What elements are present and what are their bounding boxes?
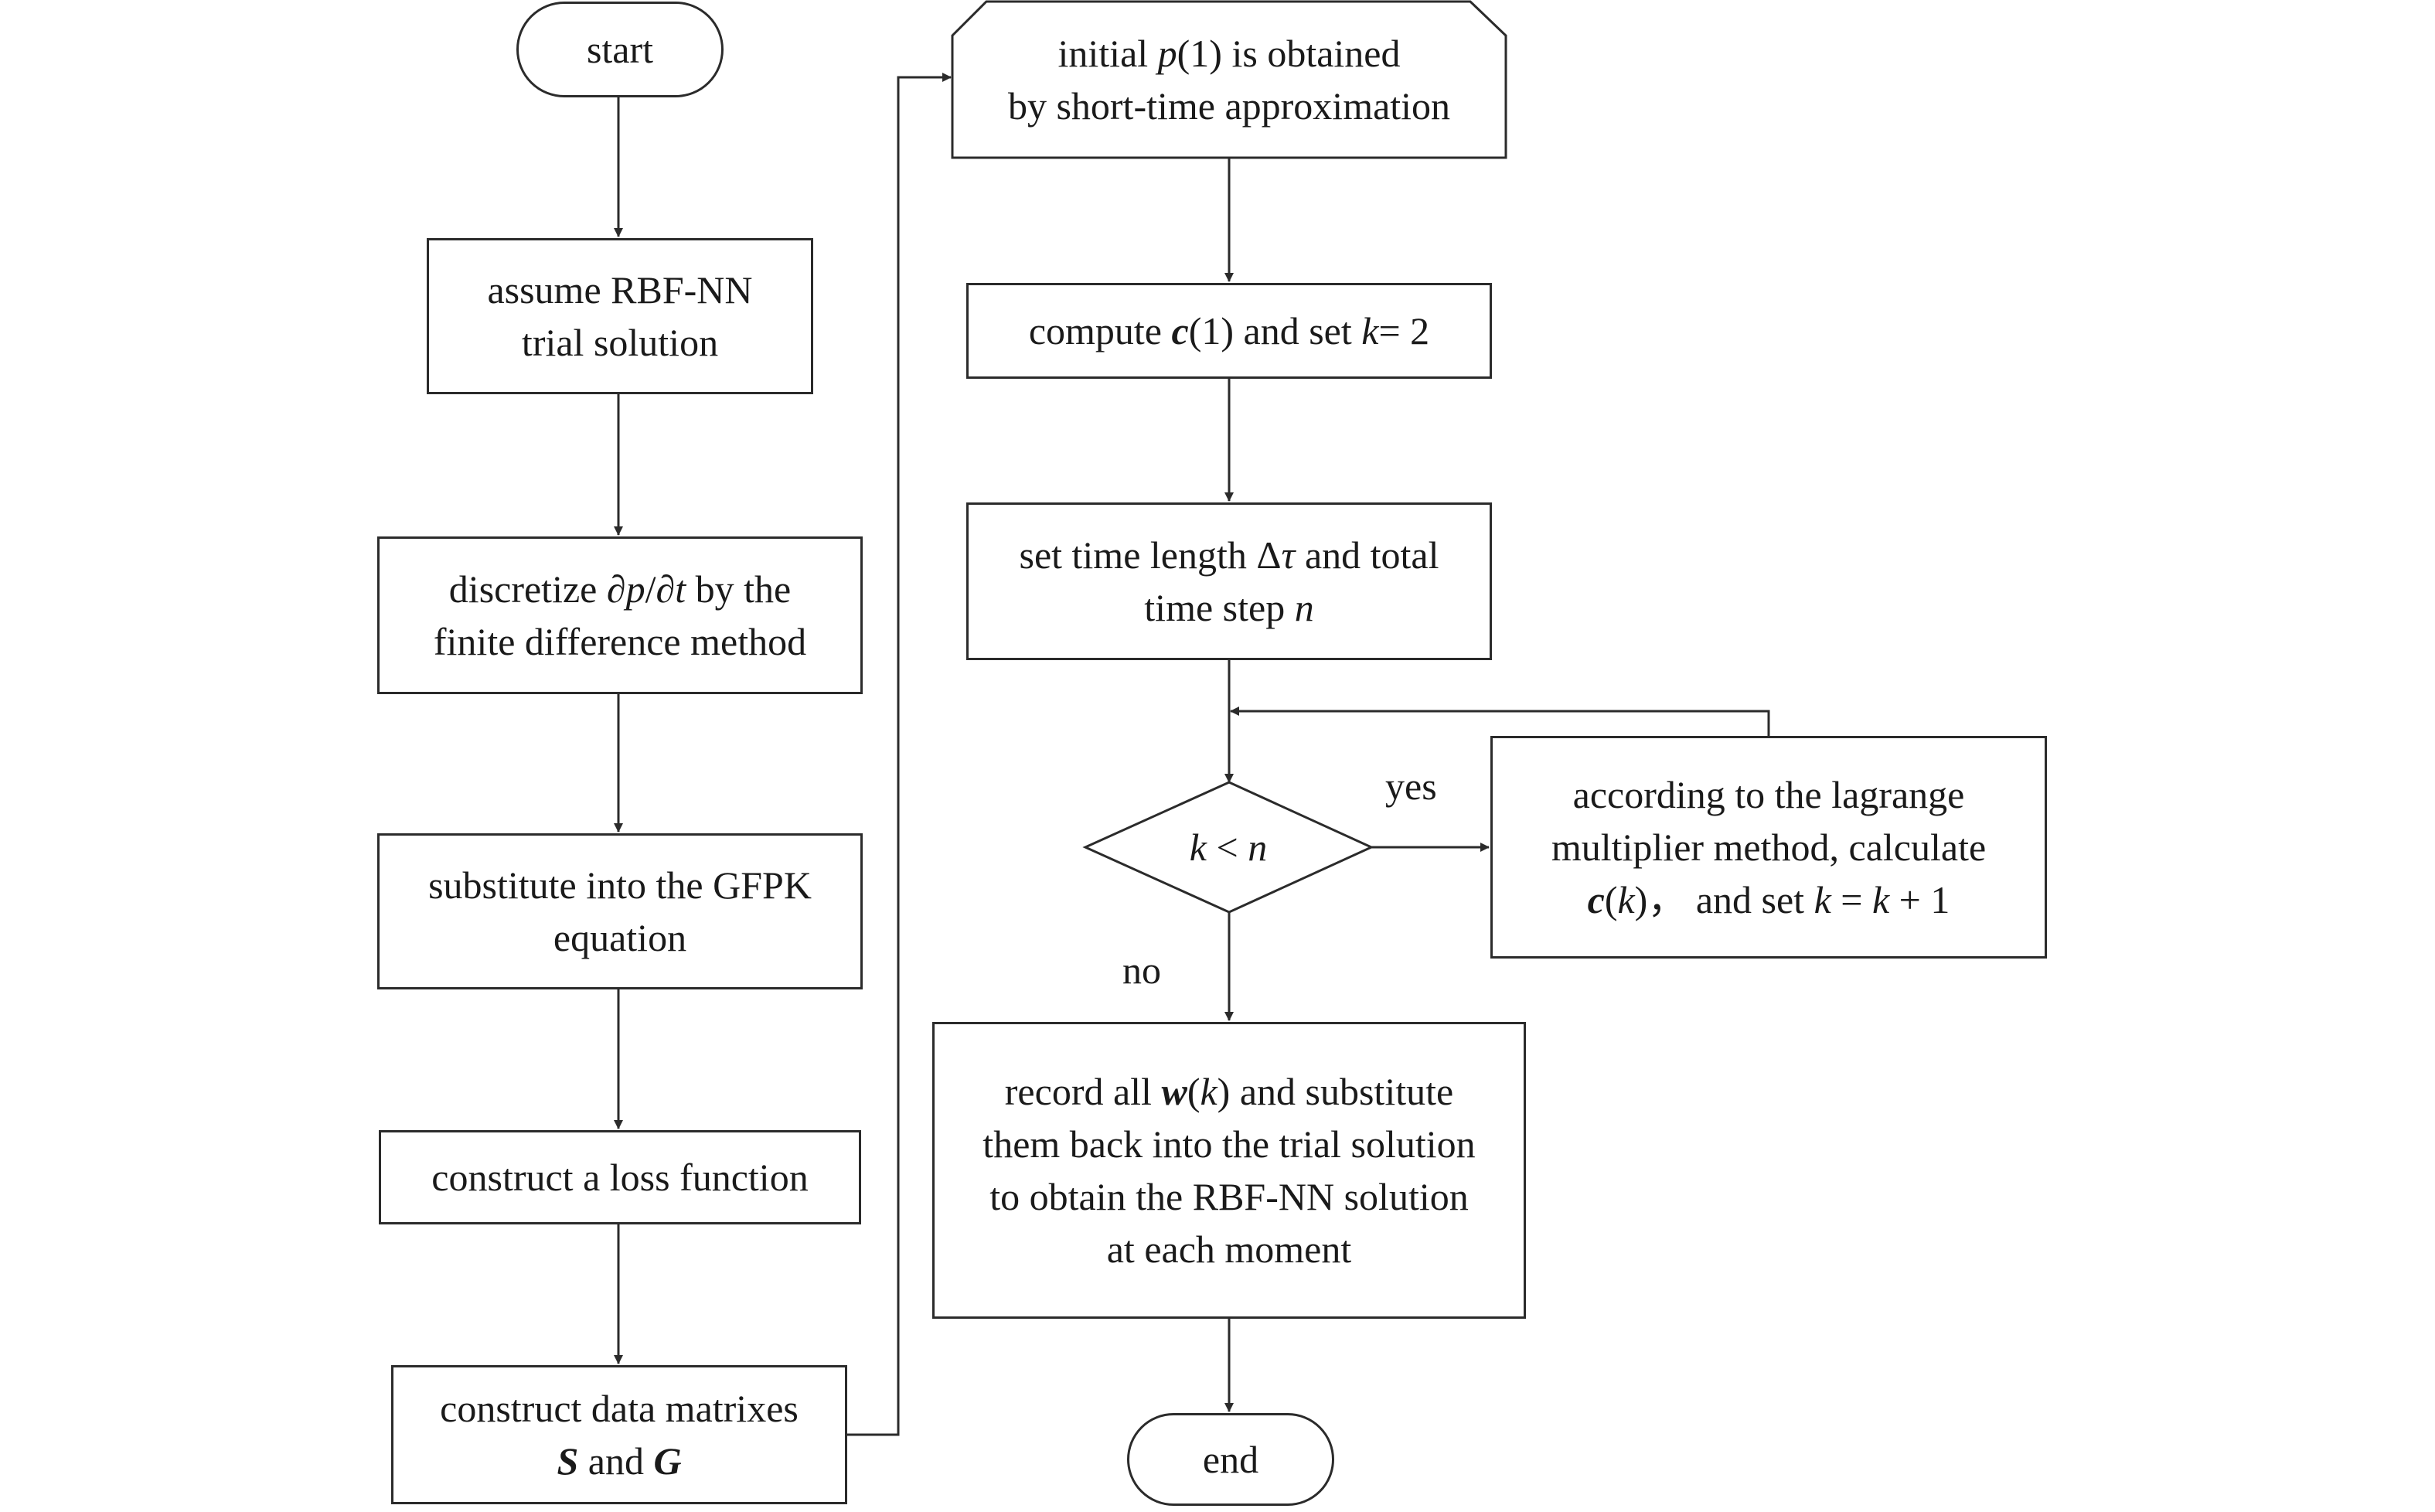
loss-label: construct a loss function: [431, 1156, 809, 1199]
decision-k-less-n: k < n: [1085, 782, 1371, 912]
lagrange-line-1: according to the lagrange: [1572, 773, 1965, 816]
arrow-lagrange-loop-back: [1230, 707, 1770, 736]
decision-diamond-outline: [1082, 781, 1374, 914]
no-label: no: [1122, 948, 1161, 992]
loss-function-box: construct a loss function: [379, 1130, 861, 1224]
data-matrices-box: construct data matrixes S and G: [391, 1365, 847, 1504]
initial-approximation-node: initial p(1) is obtained by short-time a…: [952, 2, 1506, 158]
arrow-matrices-to-initial: [847, 73, 952, 1436]
settime-line-1: set time length Δτ and total: [1019, 533, 1439, 577]
compute-c1-box: compute c(1) and set k= 2: [966, 283, 1492, 379]
matrices-line-1: construct data matrixes: [440, 1387, 799, 1430]
substitute-line-2: equation: [553, 916, 687, 959]
discretize-line-1: discretize ∂p/∂t by the: [448, 567, 792, 611]
substitute-gfpk-box: substitute into the GFPK equation: [377, 833, 863, 989]
substitute-line-1: substitute into the GFPK: [428, 863, 812, 907]
lagrange-box: according to the lagrange multiplier met…: [1490, 736, 2047, 959]
assume-line-2: trial solution: [521, 321, 719, 364]
assume-line-1: assume RBF-NN: [487, 268, 753, 312]
record-line-4: at each moment: [1106, 1228, 1352, 1271]
yes-label: yes: [1385, 765, 1437, 808]
settime-line-2: time step n: [1144, 586, 1314, 629]
set-time-box: set time length Δτ and total time step n: [966, 502, 1492, 660]
record-solution-box: record all w(k) and substitute them back…: [932, 1022, 1526, 1319]
record-line-3: to obtain the RBF-NN solution: [989, 1175, 1469, 1218]
initial-line-2: by short-time approximation: [1007, 84, 1451, 128]
initial-node-outline: [951, 0, 1507, 159]
decision-label: k < n: [1189, 826, 1268, 869]
discretize-box: discretize ∂p/∂t by the finite differenc…: [377, 536, 863, 694]
end-terminal: end: [1127, 1413, 1334, 1506]
end-label: end: [1202, 1438, 1259, 1481]
assume-trial-solution-box: assume RBF-NN trial solution: [427, 238, 813, 394]
lagrange-line-3: c(k)， and set k = k + 1: [1587, 878, 1950, 921]
record-line-2: them back into the trial solution: [983, 1122, 1476, 1166]
lagrange-line-2: multiplier method, calculate: [1551, 826, 1987, 869]
record-line-1: record all w(k) and substitute: [1004, 1070, 1454, 1113]
initial-line-1: initial p(1) is obtained: [1057, 32, 1401, 75]
start-terminal: start: [516, 2, 724, 97]
discretize-line-2: finite difference method: [433, 620, 807, 663]
start-label: start: [586, 28, 654, 71]
compute-label: compute c(1) and set k= 2: [1028, 309, 1430, 352]
matrices-line-2: S and G: [557, 1439, 682, 1483]
